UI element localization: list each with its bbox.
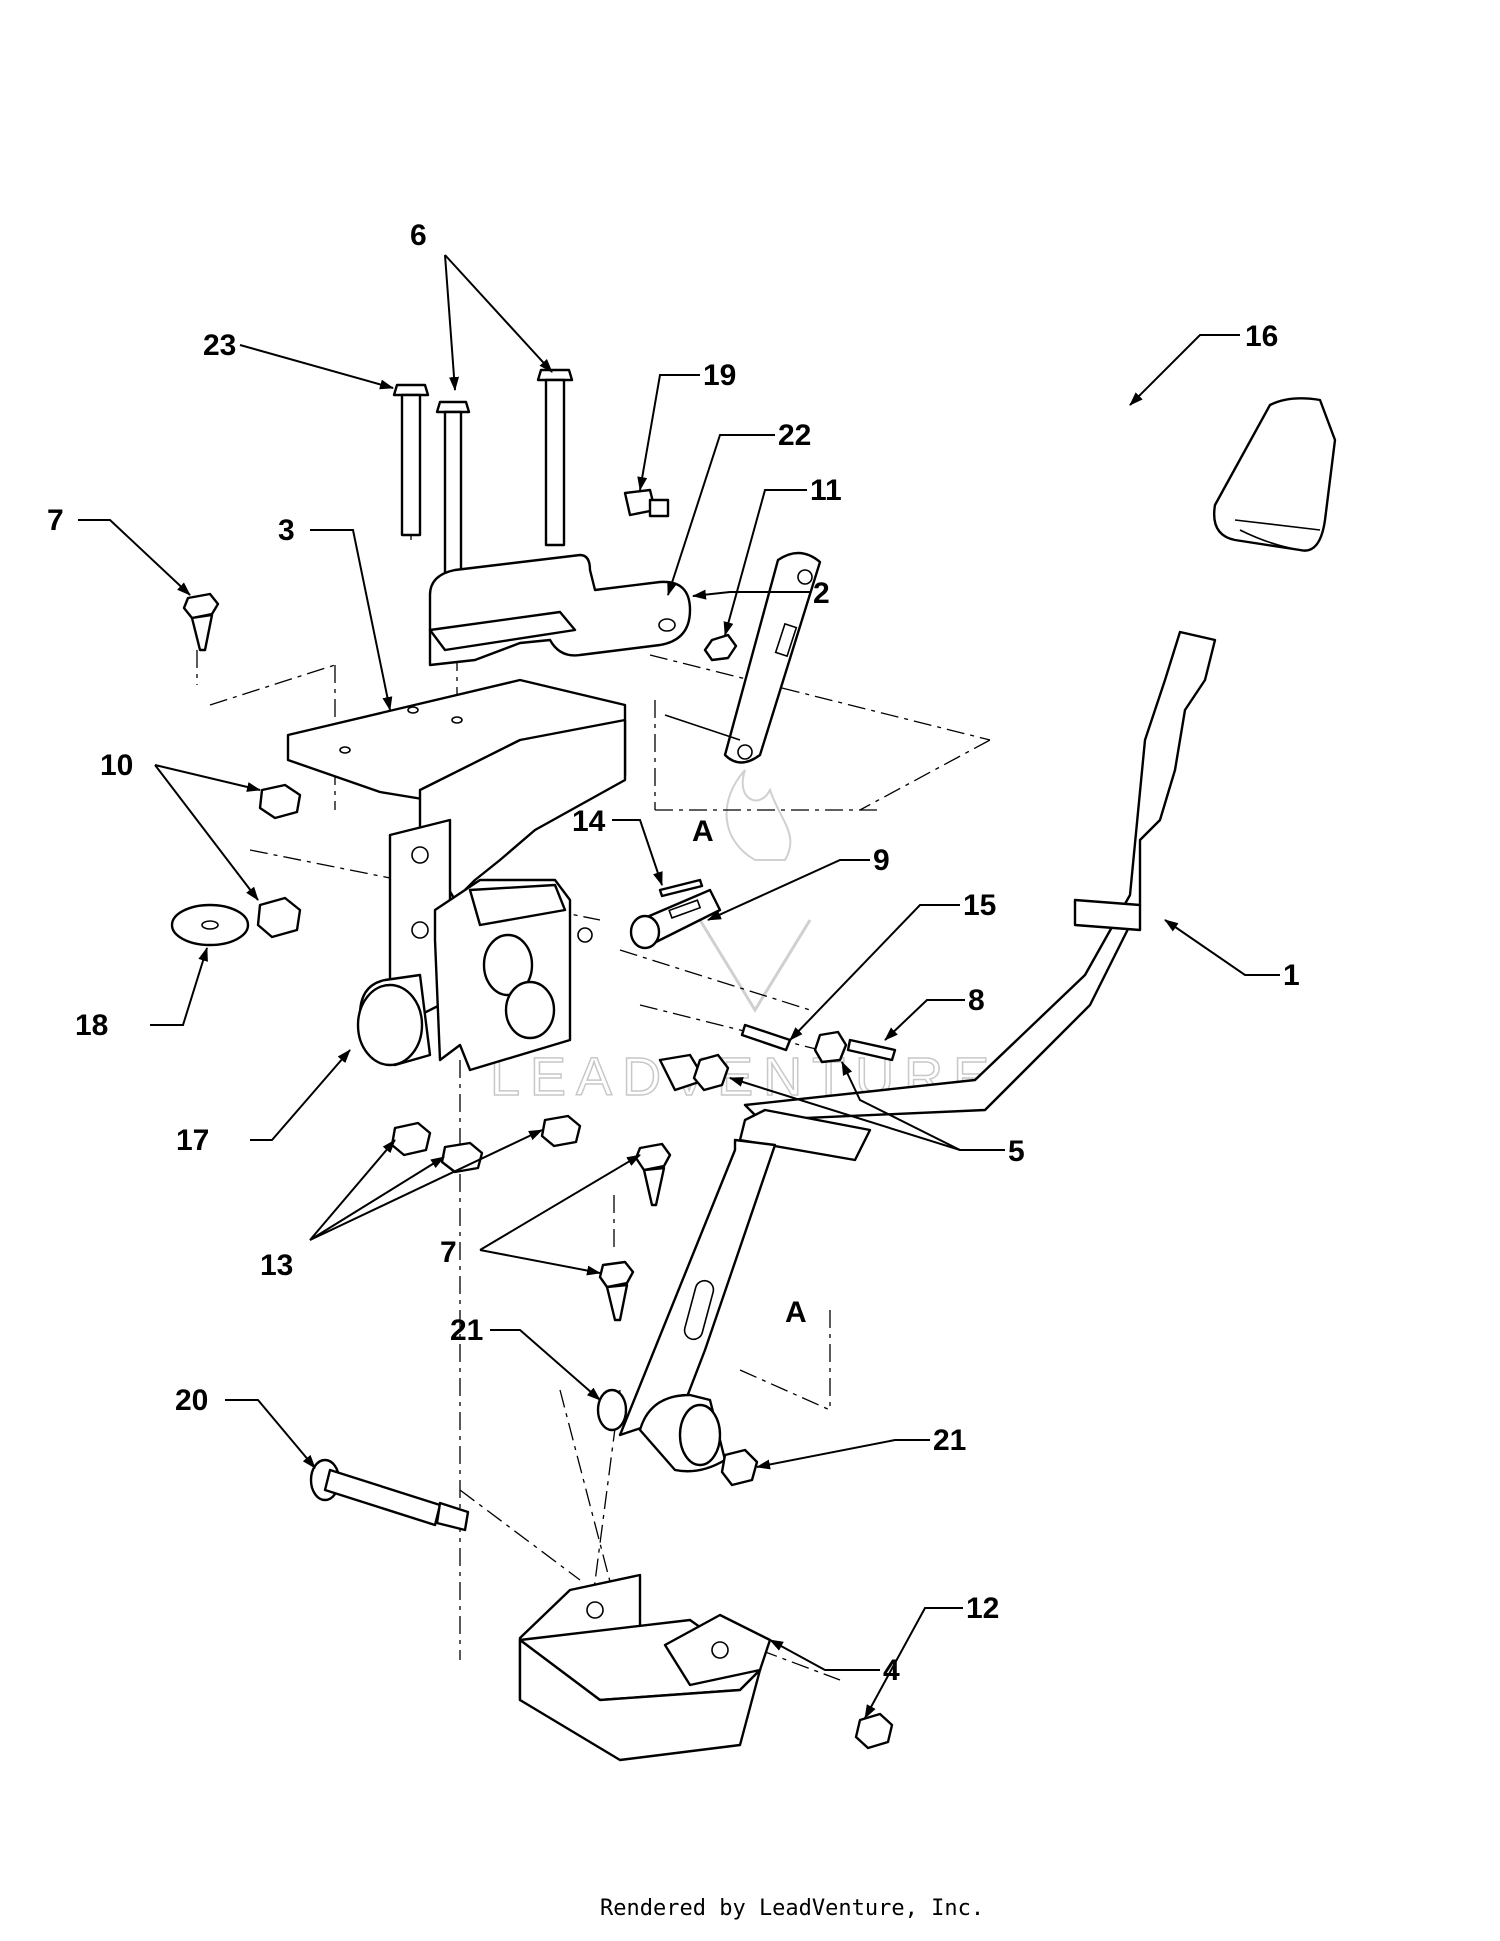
callout-13: 13 xyxy=(260,1249,293,1282)
callout-labels: 16 2 3 4 5 6 7 7 8 9 10 11 12 13 14 15 1… xyxy=(47,219,1300,1687)
part-14-pin xyxy=(658,878,704,898)
part-10-nut-lower xyxy=(256,896,302,939)
callout-8: 8 xyxy=(968,984,985,1017)
part-8-pin xyxy=(846,1038,897,1062)
part-13-nuts xyxy=(390,1114,582,1174)
part-18-washer xyxy=(170,903,250,947)
part-9-sleeve xyxy=(629,888,722,950)
part-1-lever xyxy=(743,630,1217,1122)
callout-12: 12 xyxy=(966,1592,999,1625)
part-11-nut xyxy=(703,633,738,662)
part-10-nut-upper xyxy=(258,783,302,820)
callout-15: 15 xyxy=(963,889,996,922)
callout-21-right: 21 xyxy=(933,1424,966,1457)
callout-7-upper: 7 xyxy=(47,504,64,537)
part-21-washer-right xyxy=(720,1448,759,1487)
callout-4: 4 xyxy=(883,1654,900,1687)
footer-credit: Rendered by LeadVenture, Inc. xyxy=(600,1896,984,1921)
part-20-axle-bolt xyxy=(309,1458,470,1532)
callout-14: 14 xyxy=(572,805,606,838)
callout-3: 3 xyxy=(278,514,295,547)
callout-19: 19 xyxy=(703,359,736,392)
callout-10: 10 xyxy=(100,749,133,782)
callout-6: 6 xyxy=(410,219,427,252)
part-7-bolts-lower xyxy=(598,1142,672,1322)
lower-lever-arm xyxy=(618,1108,872,1473)
part-7-bolt-upper xyxy=(182,592,220,652)
section-marker-a-lower: A xyxy=(785,1296,807,1329)
callout-22: 22 xyxy=(778,419,811,452)
part-17-grip xyxy=(1213,397,1337,552)
callout-2: 2 xyxy=(813,577,830,610)
section-marker-a-upper: A xyxy=(692,815,714,848)
callout-1: 1 xyxy=(1283,959,1300,992)
part-15-pin xyxy=(740,1023,792,1052)
part-21-washer-left xyxy=(596,1388,628,1432)
part-2-link xyxy=(723,551,822,764)
callout-5: 5 xyxy=(1008,1135,1025,1168)
callout-23: 23 xyxy=(203,329,236,362)
part-16-valve xyxy=(356,878,593,1072)
callout-20: 20 xyxy=(175,1384,208,1417)
leader-lines xyxy=(78,254,1240,1719)
callout-7-lower: 7 xyxy=(440,1236,457,1269)
part-4-base xyxy=(518,1573,772,1762)
callout-18: 18 xyxy=(75,1009,108,1042)
leader-1 xyxy=(1164,919,1280,976)
callout-21-left: 21 xyxy=(450,1314,483,1347)
part-5-bushings xyxy=(658,1030,848,1092)
part-22-plate xyxy=(428,553,692,667)
part-12-nut xyxy=(854,1712,894,1750)
callout-11: 11 xyxy=(810,474,842,507)
bolts-6-23 xyxy=(392,368,574,584)
callout-16: 17 xyxy=(176,1124,209,1157)
callout-9: 9 xyxy=(873,844,890,877)
callout-17: 16 xyxy=(1245,320,1278,353)
